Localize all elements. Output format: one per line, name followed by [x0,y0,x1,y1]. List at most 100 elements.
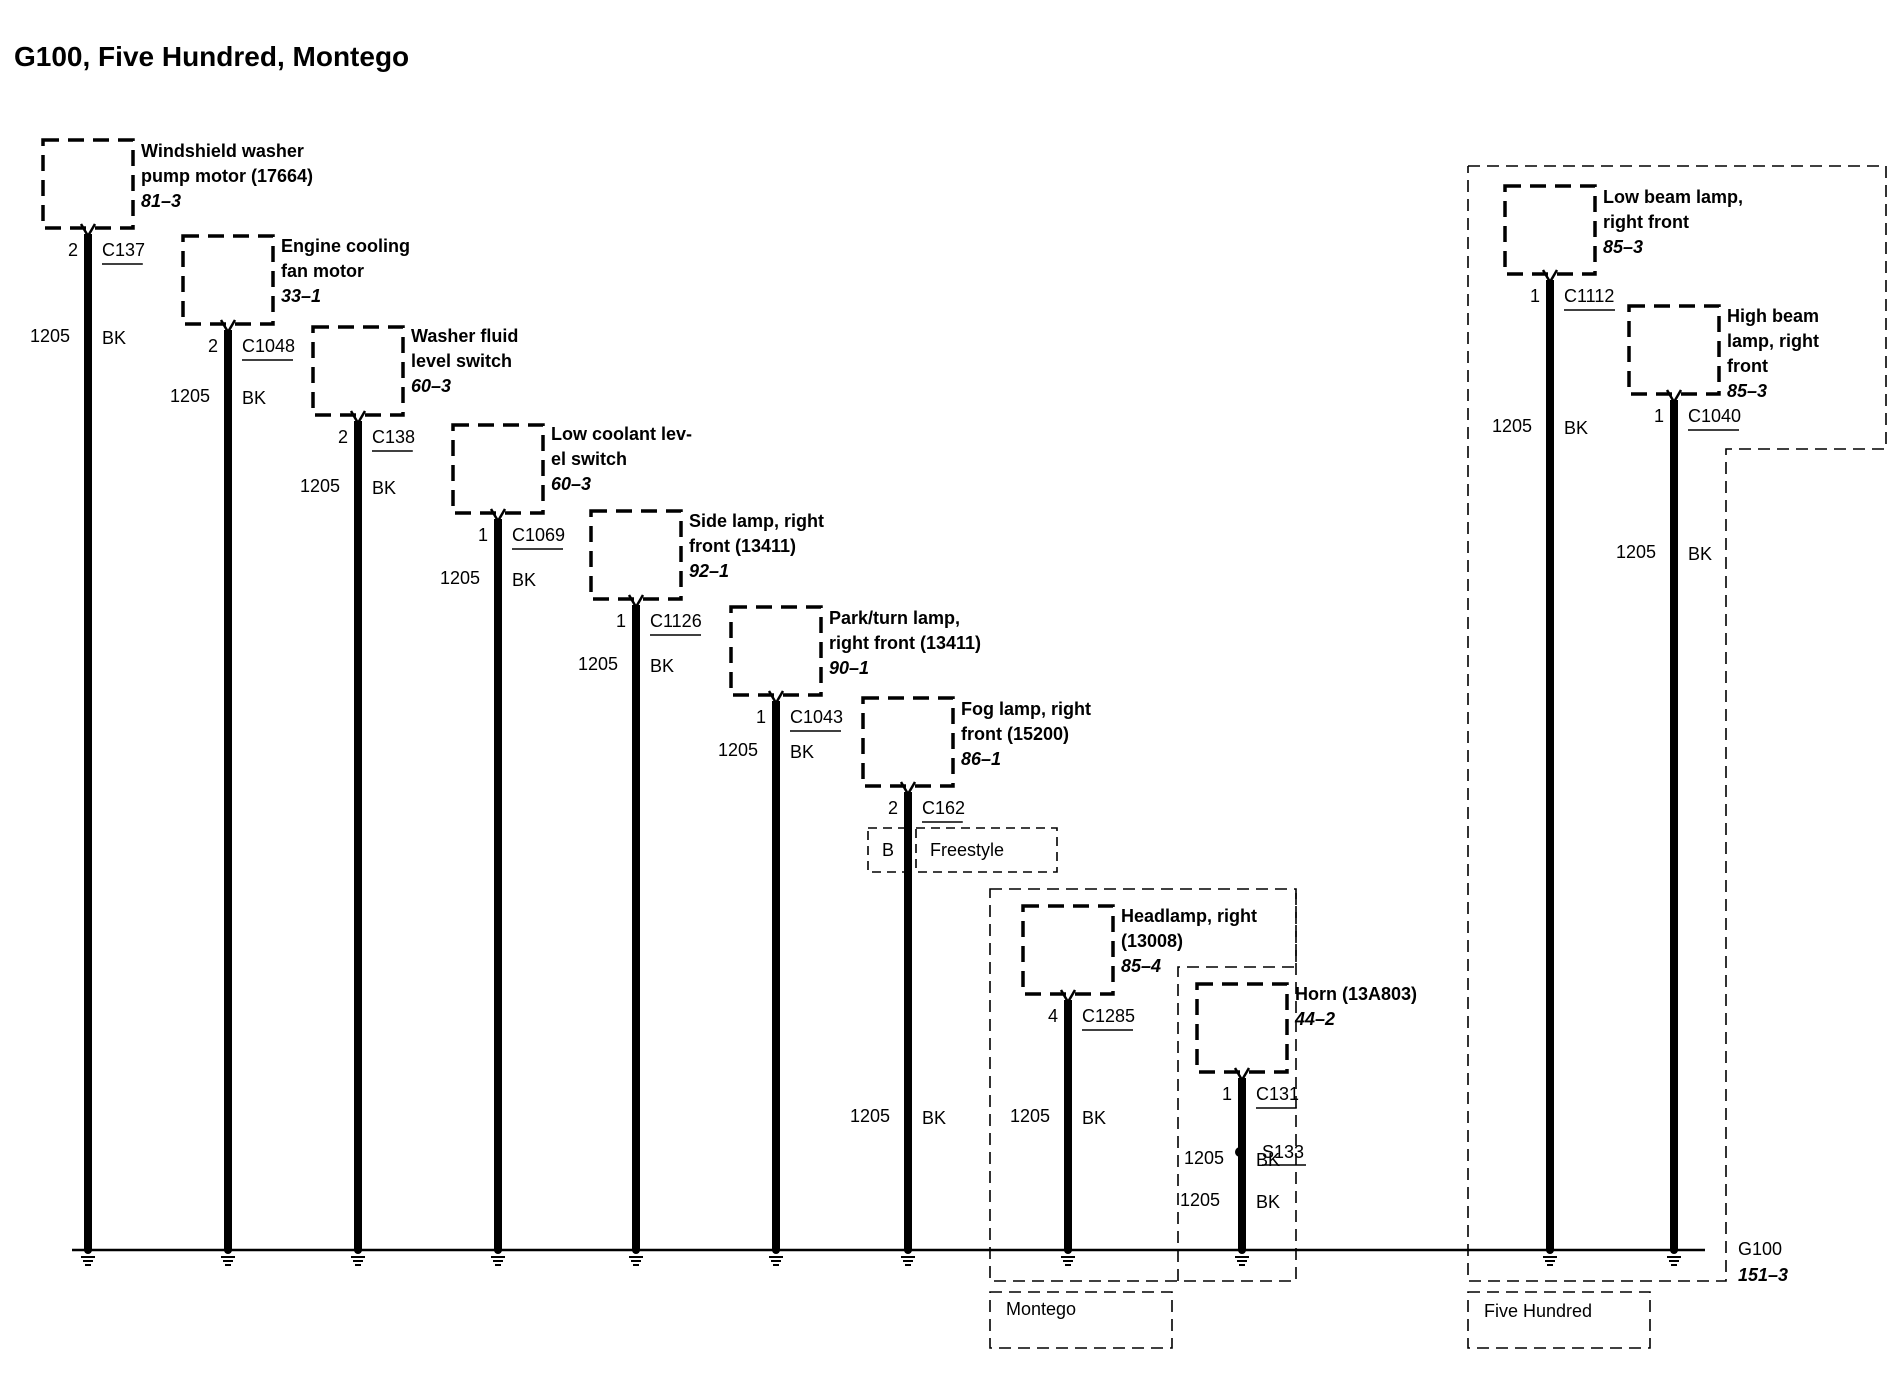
component-box [1195,982,1289,1074]
circuit-number: 1205 [1616,542,1656,562]
splice-circuit: 1205 [1180,1190,1220,1210]
connector-name: C162 [922,798,965,818]
component-label-line: Washer fluid [411,326,518,346]
components-group: Windshield washer pump motor (17664) 81–3 2… [30,138,1819,1266]
component-7: Fog lamp, right front (15200) 86–1 2 C162 120… [850,696,1091,1266]
circuit-number: 1205 [718,740,758,760]
component-ref: 92–1 [689,561,729,581]
wire-color: BK [650,656,674,676]
component-3: Washer fluid level switch 60–3 2 C138 1205 BK [300,325,518,1266]
component-1: Windshield washer pump motor (17664) 81–3 2… [30,138,313,1266]
ground-name: G100 [1738,1239,1782,1259]
wire-color: BK [790,742,814,762]
component-label-line: High beam [1727,306,1819,326]
ground-node [1064,1246,1072,1254]
connector-name: C1069 [512,525,565,545]
montego-label-box [989,1291,1173,1349]
component-label-line: el switch [551,449,627,469]
component-box [311,325,405,417]
ground-node [904,1246,912,1254]
connector-name: C1043 [790,707,843,727]
circuit-number: 1205 [300,476,340,496]
splice-name: S133 [1262,1142,1304,1162]
freestyle-pin: B [882,840,894,860]
pin-number: 2 [68,240,78,260]
pin-number: 4 [1048,1006,1058,1026]
component-label-line: right front (13411) [829,633,981,653]
circuit-number: 1205 [1492,416,1532,436]
component-ref: 90–1 [829,658,869,678]
component-label-line: Windshield washer [141,141,304,161]
component-ref: 86–1 [961,749,1001,769]
pin-number: 1 [616,611,626,631]
ground-node [1238,1246,1246,1254]
pin-number: 1 [1654,406,1664,426]
component-box [1021,904,1115,996]
component-label-line: front (13411) [689,536,796,556]
component-ref: 81–3 [141,191,181,211]
connector-name: C138 [372,427,415,447]
ground-ref: 151–3 [1738,1265,1788,1285]
connector-name: C1048 [242,336,295,356]
component-label-line: (13008) [1121,931,1183,951]
component-label-line: fan motor [281,261,364,281]
montego-label: Montego [1006,1299,1076,1319]
wire-color: BK [1564,418,1588,438]
ground-node [224,1246,232,1254]
component-box [861,696,955,788]
component-label-line: Engine cooling [281,236,410,256]
ground-node [84,1246,92,1254]
component-label-line: level switch [411,351,512,371]
connector-name: C1126 [650,611,702,631]
freestyle-label-box [915,827,1058,873]
wire-color: BK [102,328,126,348]
component-ref: 60–3 [411,376,451,396]
ground-node [1546,1246,1554,1254]
wire-color: BK [512,570,536,590]
component-ref: 44–2 [1294,1009,1335,1029]
component-label-line: Park/turn lamp, [829,608,960,628]
component-5: Side lamp, right front (13411) 92–1 1 C1126 1… [578,509,824,1266]
pin-number: 2 [338,427,348,447]
wire-color: BK [922,1108,946,1128]
wire-color: BK [372,478,396,498]
wire-color: BK [1688,544,1712,564]
five-hundred-option-box [1467,165,1887,1282]
component-box [1503,184,1597,276]
component-box [589,509,683,601]
ground-node [354,1246,362,1254]
component-label-line: pump motor (17664) [141,166,313,186]
connector-name: C131 [1256,1084,1299,1104]
page-title: G100, Five Hundred, Montego [14,41,409,72]
component-label-line: lamp, right [1727,331,1819,351]
pin-number: 2 [888,798,898,818]
component-label-line: Fog lamp, right [961,699,1091,719]
five-hundred-label-box [1467,1291,1651,1349]
component-label-line: Side lamp, right [689,511,824,531]
circuit-number: 1205 [1010,1106,1050,1126]
component-ref: 85–4 [1121,956,1161,976]
circuit-number: 1205 [170,386,210,406]
ground-node [1670,1246,1678,1254]
freestyle-label: Freestyle [930,840,1004,860]
component-label-line: front (15200) [961,724,1069,744]
circuit-number: 1205 [440,568,480,588]
component-box [41,138,135,230]
wire-color: BK [242,388,266,408]
montego-divider [1177,889,1297,1281]
pin-number: 2 [208,336,218,356]
component-ref: 33–1 [281,286,321,306]
component-label-line: Low coolant lev- [551,424,692,444]
montego-option-box [989,888,1297,1282]
component-label-line: Horn (13A803) [1295,984,1417,1004]
ground-node [494,1246,502,1254]
five-hundred-label: Five Hundred [1484,1301,1592,1321]
wire-color: BK [1082,1108,1106,1128]
component-label-line: front [1727,356,1768,376]
